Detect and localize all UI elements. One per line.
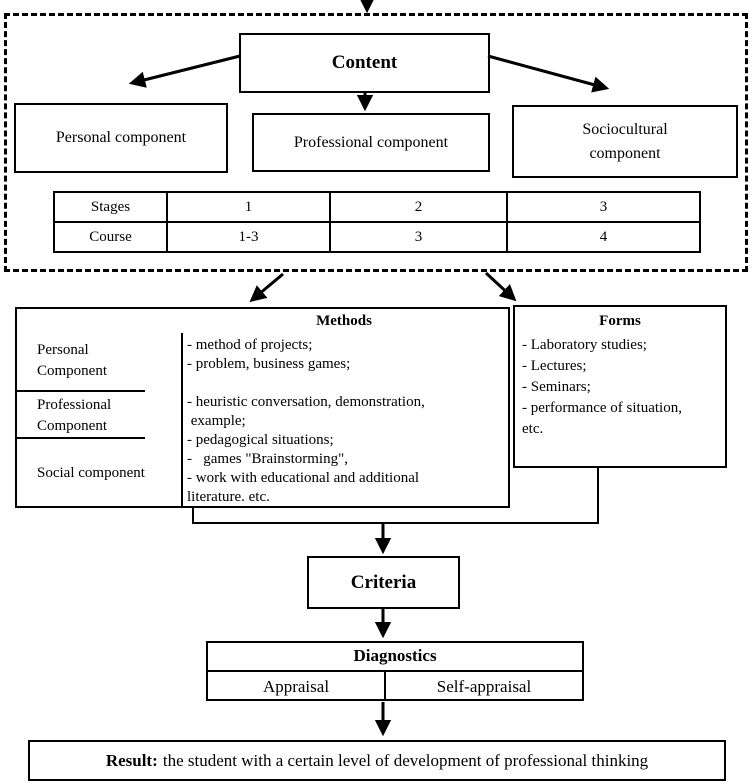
content-box: Content (239, 33, 490, 93)
divider-line (17, 390, 145, 392)
methods-row-label-professional: Professional Component (37, 397, 112, 434)
result-box: Result:the student with a certain level … (28, 740, 726, 781)
diagnostics-row: Appraisal Self-appraisal (208, 672, 582, 701)
methods-item: - work with educational and additional (187, 470, 420, 486)
methods-item: - problem, business games; (187, 356, 351, 372)
methods-item: - pedagogical situations; (187, 432, 334, 448)
table-row: Course 1-3 3 4 (53, 221, 701, 253)
diagnostics-box: Diagnostics Appraisal Self-appraisal (206, 641, 584, 701)
result-label: Result: (105, 750, 158, 770)
professional-component-box: Professional component (252, 113, 490, 172)
divider-line-vertical (181, 333, 183, 506)
stages-cell-2: 2 (329, 191, 508, 223)
forms-title: Forms (599, 313, 641, 329)
forms-item: - Laboratory studies; (522, 337, 647, 353)
table-row: Stages 1 2 3 (53, 191, 701, 223)
methods-row-label-personal: Personal Component (37, 342, 107, 379)
professional-component-label: Professional component (293, 133, 449, 151)
methods-box: Methods Personal Component Professional … (15, 307, 510, 508)
forms-box: Forms - Laboratory studies; - Lectures; … (513, 305, 727, 468)
criteria-box: Criteria (307, 556, 460, 609)
personal-component-label: Personal component (55, 129, 187, 146)
methods-item: - games "Brainstorming", (187, 451, 348, 467)
forms-item: - Lectures; (522, 358, 587, 374)
stages-cell-3: 3 (506, 191, 701, 223)
methods-item: - method of projects; (187, 337, 313, 353)
criteria-label: Criteria (350, 571, 417, 593)
sociocultural-component-label: Sociocultural component (582, 120, 668, 162)
forms-item: etc. (522, 421, 544, 437)
methods-list: - method of projects; - problem, busines… (187, 336, 425, 507)
divider-line (17, 437, 145, 439)
methods-row-label-social: Social component (37, 465, 145, 481)
diagnostics-title: Diagnostics (208, 643, 582, 672)
dashed-content-container (4, 13, 748, 272)
appraisal-cell: Appraisal (208, 672, 386, 701)
course-cell-1: 1-3 (166, 221, 331, 253)
methods-item: example; (187, 413, 246, 429)
arrow-container-to-methods (249, 272, 284, 303)
forms-list: - Laboratory studies; - Lectures; - Semi… (522, 335, 682, 440)
content-label: Content (331, 52, 398, 73)
personal-component-box: Personal component (14, 103, 228, 173)
row-header-stages: Stages (53, 191, 168, 223)
course-cell-3: 4 (506, 221, 701, 253)
course-cell-2: 3 (329, 221, 508, 253)
forms-item: - Seminars; (522, 379, 591, 395)
methods-item: literature. etc. (187, 489, 270, 505)
arrow-container-to-forms (484, 271, 517, 302)
stages-cell-1: 1 (166, 191, 331, 223)
stages-course-table: Stages 1 2 3 Course 1-3 3 4 (53, 191, 701, 253)
methods-title: Methods (316, 313, 372, 329)
self-appraisal-cell: Self-appraisal (436, 676, 532, 696)
result-text: the student with a certain level of deve… (162, 750, 649, 770)
sociocultural-component-box: Sociocultural component (512, 105, 738, 178)
methods-item: - heuristic conversation, demonstration, (187, 394, 425, 410)
forms-item: - performance of situation, (522, 400, 682, 416)
row-header-course: Course (53, 221, 168, 253)
